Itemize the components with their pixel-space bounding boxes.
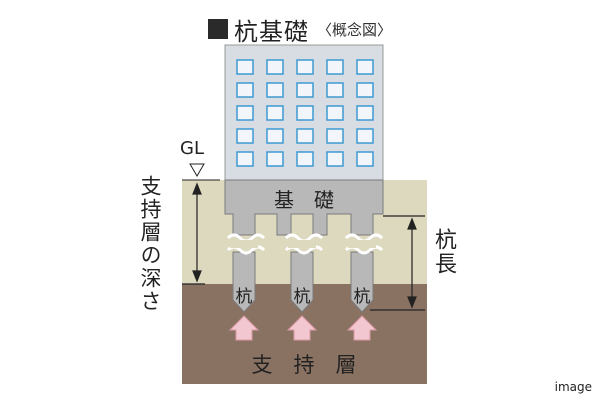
building-windows (236, 59, 374, 167)
building-window (266, 59, 284, 75)
support-depth-dimension (182, 182, 205, 285)
piles (232, 251, 374, 313)
building-window (296, 151, 314, 167)
building-window (356, 151, 374, 167)
bearing-layer-label: 支 持 層 (252, 353, 357, 377)
building-window (326, 82, 344, 98)
pile-label-2: 杭 (294, 287, 311, 307)
building-window (236, 151, 254, 167)
building-window (356, 128, 374, 144)
building-window (296, 128, 314, 144)
arrow-up-icon (346, 315, 378, 341)
building-window (326, 128, 344, 144)
gl-label: GL (180, 138, 204, 159)
foundation (224, 179, 384, 236)
diagram-title: 杭基礎 〈概念図〉 (208, 14, 393, 46)
title-main: 杭基礎 (234, 17, 309, 46)
building-window (266, 105, 284, 121)
building-window (296, 59, 314, 75)
foundation-label: 基 礎 (274, 188, 334, 212)
watermark-text: image (554, 380, 592, 394)
pile-label-1: 杭 (236, 287, 253, 307)
building-window (236, 82, 254, 98)
pile-length-dimension (370, 215, 425, 311)
support-depth-label: 支持層の深さ (138, 175, 162, 313)
building-window (326, 59, 344, 75)
building-window (236, 105, 254, 121)
title-square-icon (208, 19, 228, 39)
arrow-up-icon (286, 315, 318, 341)
pile-label-3: 杭 (354, 287, 371, 307)
building-window (326, 105, 344, 121)
building-window (296, 105, 314, 121)
building-window (266, 151, 284, 167)
title-subtitle: 〈概念図〉 (317, 20, 393, 39)
pile-length-label: 杭長 (431, 228, 456, 276)
bearing-force-arrows (228, 315, 378, 341)
building-window (266, 128, 284, 144)
building-window (326, 151, 344, 167)
building-window (236, 59, 254, 75)
gl-triangle-icon (189, 163, 205, 177)
building-window (236, 128, 254, 144)
building-window (296, 82, 314, 98)
building-window (356, 105, 374, 121)
arrow-up-icon (228, 315, 260, 341)
building-window (266, 82, 284, 98)
building-window (356, 82, 374, 98)
building-window (356, 59, 374, 75)
